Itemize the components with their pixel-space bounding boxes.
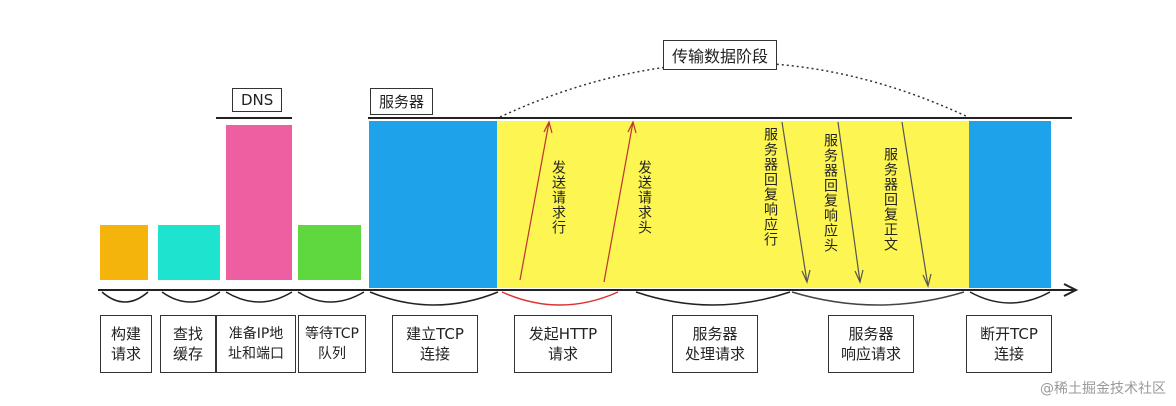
arrow-response-line	[781, 121, 808, 283]
stage-wait-tcp: 等待TCP 队列	[298, 315, 366, 373]
stage-server-respond: 服务器 响应请求	[828, 315, 914, 373]
phase-arc	[499, 61, 969, 118]
note-response-header: 服务器回复响应头	[822, 133, 838, 253]
stage-build-request: 构建 请求	[100, 315, 152, 373]
block-build-request	[100, 225, 148, 280]
note-send-request-header: 发送请求头	[636, 160, 652, 235]
stage-server-process: 服务器 处理请求	[672, 315, 758, 373]
note-response-body: 服务器回复正文	[882, 147, 898, 252]
block-close-tcp	[969, 121, 1051, 288]
stage-find-cache: 查找 缓存	[160, 315, 216, 373]
block-wait-tcp	[298, 225, 361, 280]
arrow-send-request-line	[519, 121, 550, 281]
note-send-request-line: 发送请求行	[550, 160, 566, 235]
stage-send-http: 发起HTTP 请求	[514, 315, 612, 373]
server-label: 服务器	[370, 88, 434, 115]
arrow-send-request-header	[603, 121, 634, 283]
watermark: @稀土掘金技术社区	[1040, 381, 1166, 397]
arrow-response-header	[837, 121, 861, 283]
block-prepare-ip	[226, 125, 292, 280]
stage-close-tcp: 断开TCP 连接	[966, 315, 1052, 373]
dns-label: DNS	[232, 88, 283, 112]
block-transfer	[497, 121, 969, 288]
block-build-tcp	[369, 121, 497, 288]
phase-title: 传输数据阶段	[663, 40, 778, 70]
arrow-response-body	[901, 121, 929, 287]
stage-build-tcp: 建立TCP 连接	[392, 315, 478, 373]
axis-arrowhead	[1063, 283, 1079, 297]
note-response-line: 服务器回复响应行	[762, 127, 778, 247]
block-find-cache	[158, 225, 220, 280]
stage-prepare-ip: 准备IP地 址和端口	[216, 315, 296, 373]
